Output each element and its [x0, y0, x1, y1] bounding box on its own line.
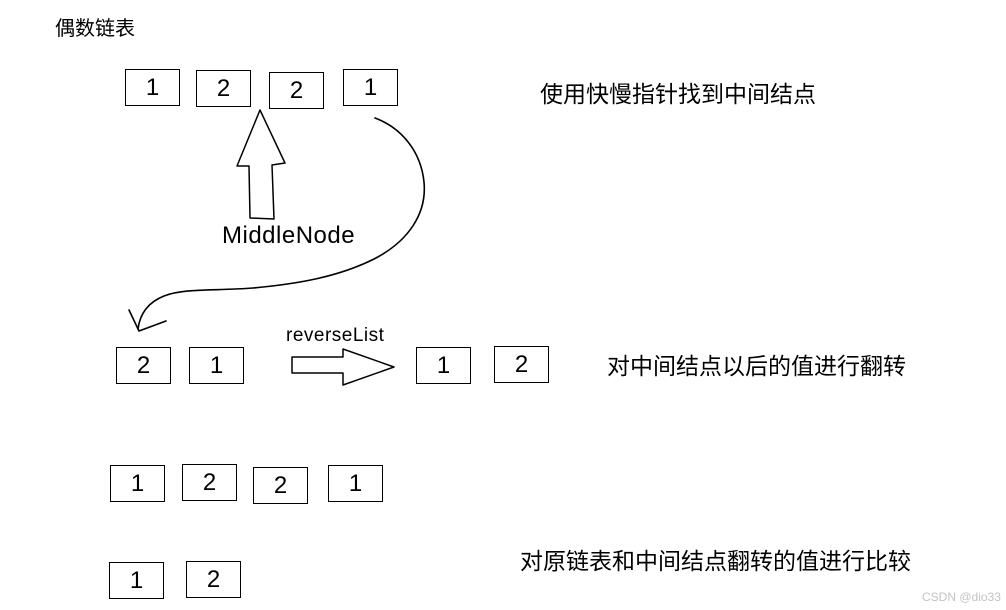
node-box: 2: [269, 72, 324, 109]
node-box: 2: [196, 70, 251, 107]
node-box: 2: [186, 561, 241, 598]
step2-annotation: 对中间结点以后的值进行翻转: [607, 353, 906, 379]
watermark: CSDN @dio33: [922, 590, 1001, 604]
reverse-list-label: reverseList: [286, 325, 385, 346]
middle-node-up-arrow-icon: [236, 109, 286, 220]
node-box: 1: [343, 69, 398, 106]
node-box: 2: [253, 467, 308, 504]
node-box: 1: [189, 347, 244, 384]
step1-annotation: 使用快慢指针找到中间结点: [540, 81, 816, 107]
step3-annotation: 对原链表和中间结点翻转的值进行比较: [520, 548, 911, 574]
diagram-title: 偶数链表: [55, 18, 135, 40]
node-box: 2: [116, 347, 171, 384]
reverse-right-arrow-icon: [291, 348, 395, 386]
node-box: 1: [109, 562, 164, 599]
node-box: 2: [182, 464, 237, 501]
node-box: 2: [494, 346, 549, 383]
node-box: 1: [110, 465, 165, 502]
node-box: 1: [328, 465, 383, 502]
curved-flow-arrowhead-icon: [128, 309, 167, 332]
node-box: 1: [416, 347, 471, 384]
node-box: 1: [125, 69, 180, 106]
middle-node-label: MiddleNode: [222, 222, 356, 249]
